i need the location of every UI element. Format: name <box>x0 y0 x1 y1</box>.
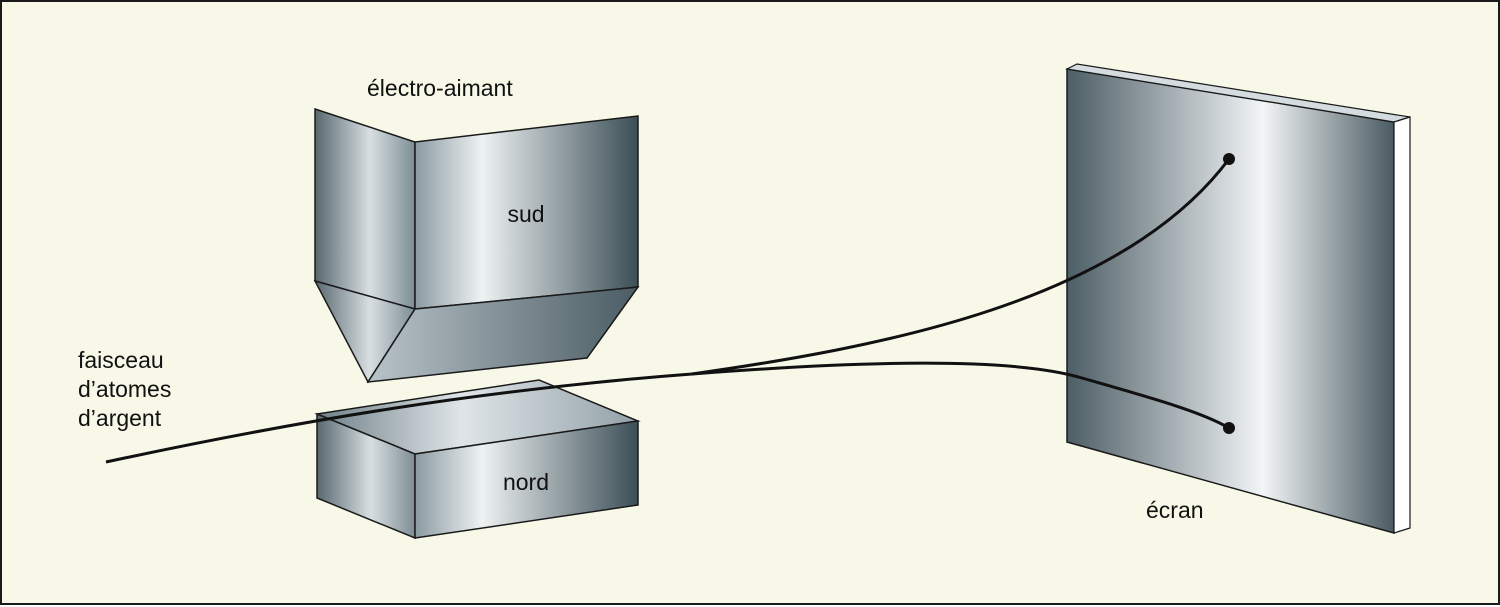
screen-label: écran <box>1146 497 1204 523</box>
screen-face <box>1066 68 1395 534</box>
lower-impact-dot <box>1223 422 1235 434</box>
upper-impact-dot <box>1223 153 1235 165</box>
north-pole-piece <box>314 379 641 540</box>
south-bevel-front <box>366 286 640 383</box>
south-label: sud <box>507 201 545 227</box>
incoming-beam <box>105 372 693 464</box>
beam-label-line-3: d’argent <box>78 405 162 431</box>
deflected-beam-up <box>691 158 1231 376</box>
south-front-left-face <box>314 107 416 310</box>
deflected-beam-down <box>691 361 1230 430</box>
atom-beam <box>105 153 1235 464</box>
south-pole-piece <box>313 107 640 384</box>
north-front-face <box>414 420 639 539</box>
detector-screen <box>1065 63 1411 534</box>
north-label: nord <box>502 469 550 495</box>
beam-label-line-2: d’atomes <box>78 376 172 402</box>
electromagnet-label: électro-aimant <box>367 75 513 101</box>
beam-label-line-1: faisceau <box>78 347 164 373</box>
screen-side-edge <box>1393 116 1411 534</box>
